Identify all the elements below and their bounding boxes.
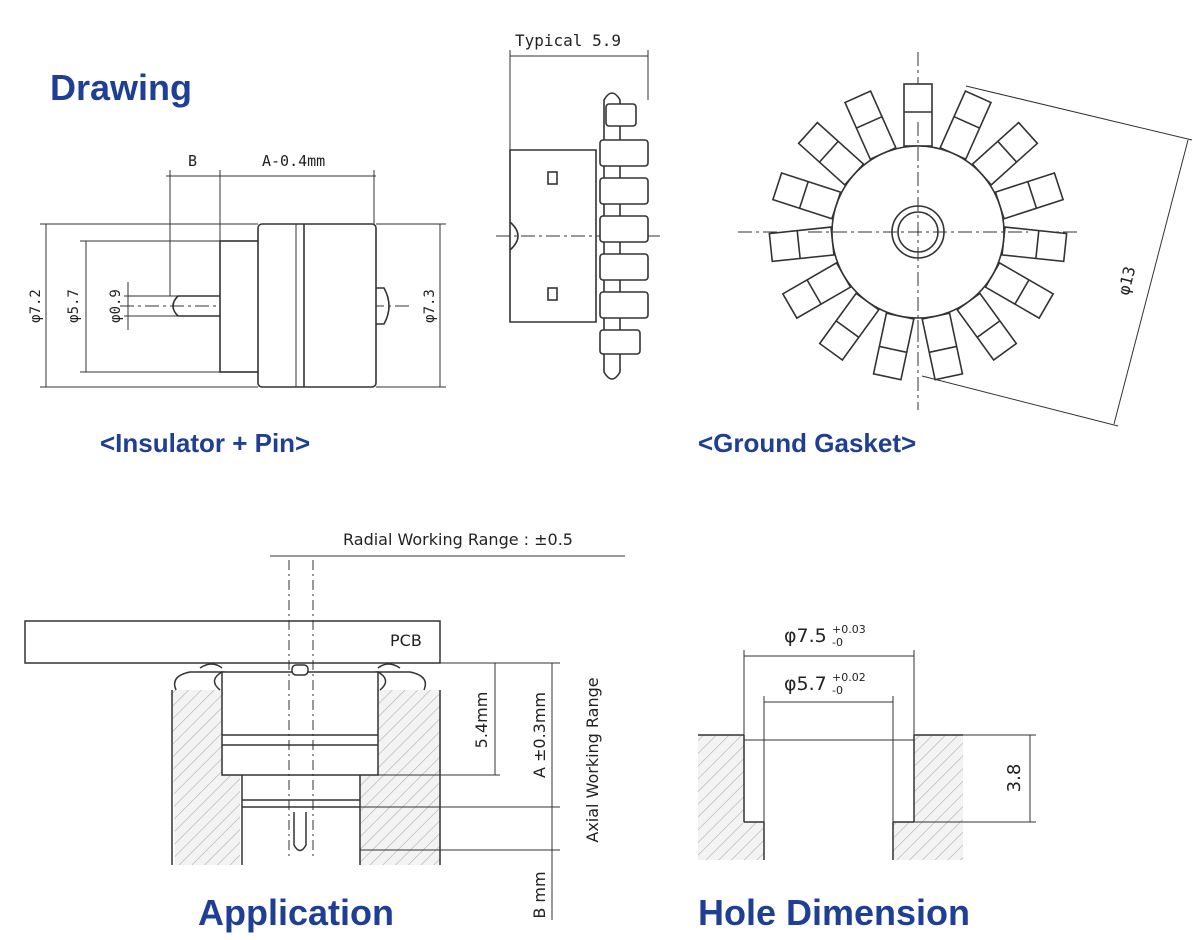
hole-d57-plus: +0.02 <box>832 671 866 684</box>
dim-54mm: 5.4mm <box>472 692 491 749</box>
gasket-side-view <box>496 50 660 380</box>
application-heading: Application <box>198 892 394 933</box>
dim-d09: φ0.9 <box>108 289 124 323</box>
dim-b: B <box>188 152 197 170</box>
dim-a-tol: A ±0.3mm <box>530 692 549 778</box>
axial-range-label: Axial Working Range <box>583 677 602 842</box>
hole-d75-main: φ7.5 <box>784 625 827 647</box>
hole-d57: φ5.7 <box>784 673 827 695</box>
dim-b-mm: B mm <box>530 871 549 918</box>
hole-dimension-heading: Hole Dimension <box>698 892 970 933</box>
ground-gasket-caption: <Ground Gasket> <box>698 428 916 458</box>
dim-d13: φ13 <box>1114 264 1139 297</box>
hole-d57-minus: -0 <box>832 684 843 697</box>
insulator-pin-drawing <box>40 170 446 388</box>
gasket-d13-dim <box>921 85 1193 427</box>
hole-d57-main: φ5.7 <box>784 673 827 695</box>
dim-d72: φ7.2 <box>28 289 44 323</box>
hole-d75-minus: -0 <box>832 636 843 649</box>
application-drawing <box>24 555 625 920</box>
hole-depth: 3.8 <box>1004 764 1025 793</box>
gasket-front-view <box>738 52 1078 410</box>
radial-range-label: Radial Working Range : ±0.5 <box>343 530 573 549</box>
hole-dimension-drawing <box>698 650 1036 860</box>
pcb-label: PCB <box>390 631 422 650</box>
dim-d57: φ5.7 <box>66 289 82 323</box>
dim-d73: φ7.3 <box>422 289 438 323</box>
insulator-pin-caption: <Insulator + Pin> <box>100 428 310 458</box>
dim-typical: Typical 5.9 <box>515 31 621 50</box>
hole-d75: φ7.5 <box>784 625 827 647</box>
drawing-heading: Drawing <box>50 67 192 108</box>
dim-a-minus: A-0.4mm <box>262 152 325 170</box>
hole-d75-plus: +0.03 <box>832 623 866 636</box>
